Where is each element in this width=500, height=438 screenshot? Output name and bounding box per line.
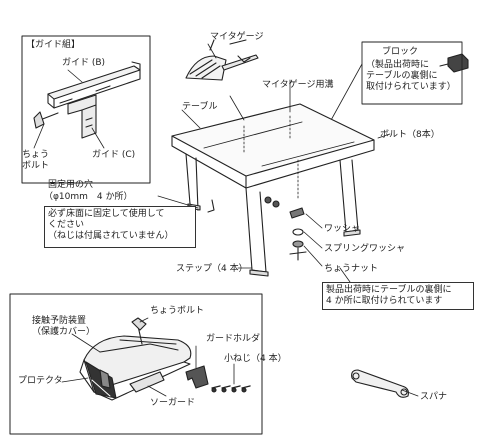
guard-holder-part	[185, 365, 209, 389]
bolt-label: ボルト（8本）	[380, 130, 440, 140]
guard-wing-bolt-label: ちょうボルト	[150, 306, 205, 316]
miter-slot-label: マイタゲージ用溝	[262, 80, 334, 90]
spanner-part	[351, 369, 409, 398]
block-label: ブロック	[382, 47, 419, 57]
fixing-hole-size: （φ10mm 4 か所）	[44, 192, 133, 202]
fixing-note-text: 必ず床面に固定して使用して ください （ねじは付属されていません）	[48, 209, 174, 241]
saw-guard-label: ソーガード	[150, 398, 196, 408]
guide-set-title: 【ガイド組】	[26, 40, 81, 50]
guide-b-part	[47, 61, 141, 109]
fixing-hole-label: 固定用の穴	[48, 180, 94, 190]
guide-set-frame	[21, 35, 151, 184]
contact-guard-label: 接触予防装置 （保護カバー）	[32, 316, 96, 337]
fixing-note-box: 必ず床面に固定して使用して ください （ねじは付属されていません）	[44, 206, 196, 248]
small-screw-label: 小ねじ（4 本）	[224, 354, 287, 364]
shipping-note-text: 製品出荷時にテーブルの裏側に 4 か所に取付けられています	[326, 285, 452, 306]
small-screws-part	[211, 385, 251, 393]
guide-c-label: ガイド (C)	[92, 150, 136, 160]
shipping-note-box: 製品出荷時にテーブルの裏側に 4 か所に取付けられています	[322, 282, 474, 310]
fasteners-part	[289, 207, 307, 261]
leg-label: ステップ（4 本）	[176, 264, 248, 274]
protector-label: プロテクタ	[18, 376, 63, 386]
guide-c-part	[67, 94, 97, 139]
guide-b-label: ガイド (B)	[62, 58, 106, 68]
guide-wing-bolt-part	[33, 111, 59, 129]
table-part	[171, 103, 375, 277]
wing-nut-label: ちょうナット	[324, 264, 379, 274]
guard-frame	[9, 293, 263, 435]
miter-gauge-label: マイタゲージ	[210, 32, 264, 42]
guard-holder-label: ガードホルダ	[206, 334, 261, 344]
guard-part	[79, 317, 192, 401]
table-label: テーブル	[182, 102, 218, 112]
spring-washer-label: スプリングワッシャ	[324, 244, 406, 254]
miter-gauge-part	[185, 39, 259, 81]
guide-wing-bolt-label: ちょう ボルト	[22, 150, 50, 171]
block-note: （製品出荷時に テーブルの裏側に 取付けられています）	[366, 60, 456, 92]
washer-label: ワッシャ	[324, 224, 361, 234]
spanner-label: スパナ	[420, 392, 448, 402]
